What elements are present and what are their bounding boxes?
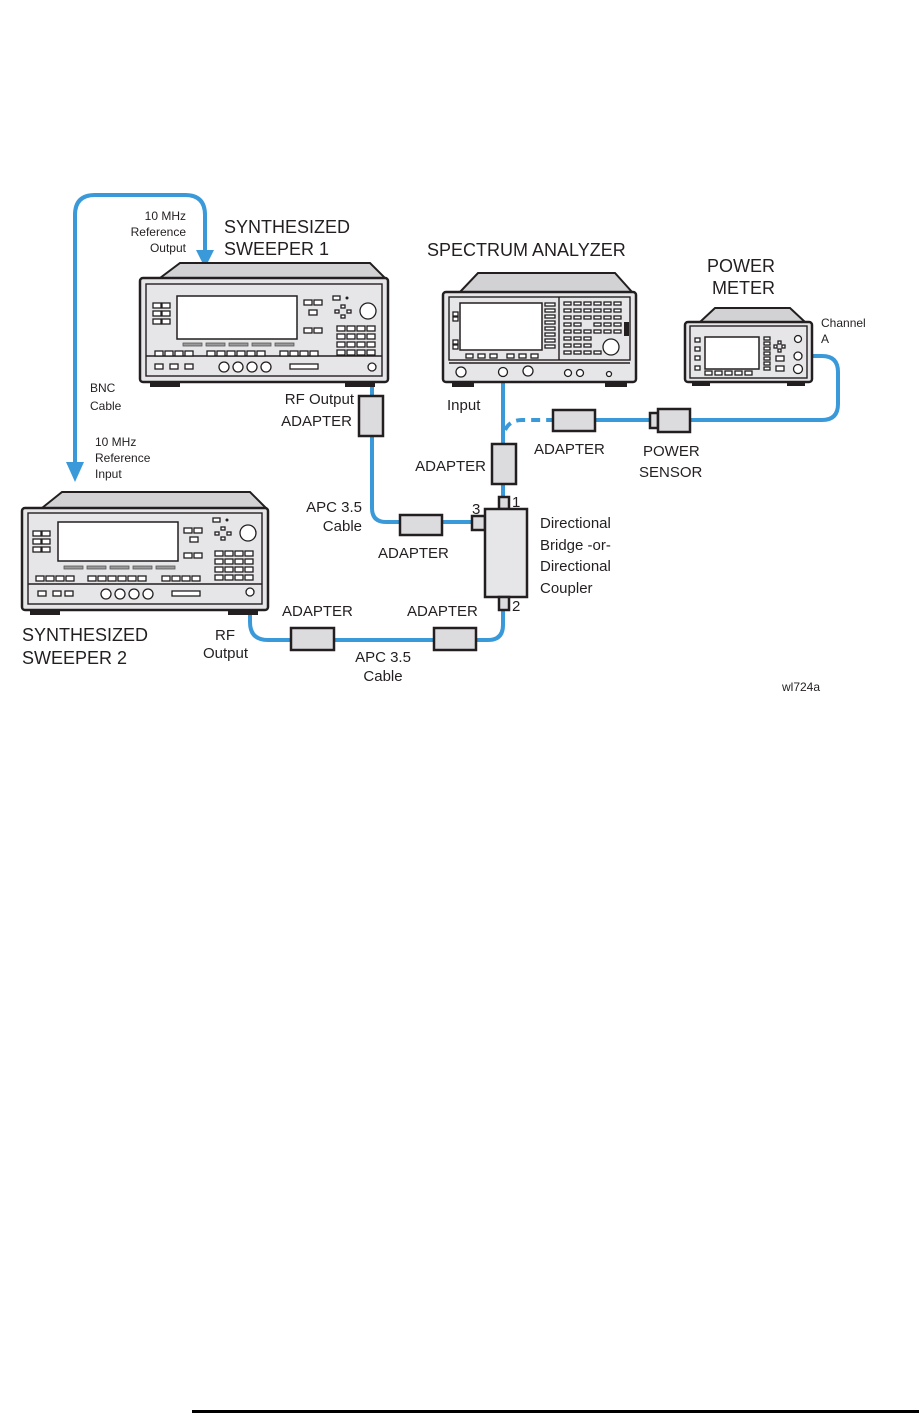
apc-cable-lower [248,590,292,642]
sa-input-label: Input [447,397,481,414]
port3-label: 3 [472,501,480,518]
ref-output-label-2: Reference [131,225,187,239]
power-sensor-label-2: SENSOR [639,464,703,481]
spectrum-analyzer: SPECTRUM ANALYZER [427,240,638,387]
cables [66,193,840,642]
display-screen [176,295,298,340]
apc-cable-lower-label-2: Cable [363,668,402,685]
adapter-label-sweeper1: ADAPTER [281,413,352,430]
adapter-sa-input [490,442,518,486]
display-screen [57,521,179,562]
footer-rule [192,1410,919,1413]
rotary-knob [359,302,377,320]
port2-label: 2 [512,598,520,615]
coupler-port3 [470,514,487,532]
adapter-sweeper2-rf [289,626,336,652]
power-meter-title-line2: METER [712,278,775,298]
bnc-cable-label-2: Cable [90,399,122,413]
power-meter-title-line1: POWER [707,256,775,276]
adapter-coupler-port3 [398,513,444,537]
alt-connection-dashed [503,418,552,431]
apc-cable-upper-label-1: APC 3.5 [306,499,362,516]
figure-id: wl724a [781,680,820,694]
adapter-label-port3: ADAPTER [378,545,449,562]
arrow-down-icon [66,462,84,482]
directional-coupler: 1 3 2 Directional Bridge -or- Directiona… [470,494,611,615]
rf-output-label: RF Output [285,391,355,408]
adapter-coupler-port2 [432,626,478,652]
display-screen [704,336,760,370]
coupler-label-line3: Directional [540,558,611,575]
apc-cable-upper [370,434,402,524]
display-screen [459,302,543,351]
synthesized-sweeper-1: SYNTHESIZED SWEEPER 1 [138,217,390,387]
bnc-cable [73,193,207,472]
sweeper1-title-line2: SWEEPER 1 [224,239,329,259]
adapter-label-sa: ADAPTER [415,458,486,475]
adapter-sweeper1-rf [357,394,385,438]
channel-a-connector [793,351,803,361]
channel-a-label-1: Channel [821,316,866,330]
bnc-cable-label-1: BNC [90,381,116,395]
rf-output-s2-label-1: RF [215,627,235,644]
arrow-down-icon [196,250,214,268]
adapter-label-port2: ADAPTER [407,603,478,620]
sweeper2-title-line2: SWEEPER 2 [22,648,127,668]
apc-cable-lower-label-1: APC 3.5 [355,649,411,666]
port1-label: 1 [512,494,520,511]
apc-cable-upper-label-2: Cable [323,518,362,535]
rf-output-s2-label-2: Output [203,645,249,662]
rf-output-connector [245,587,255,597]
sweeper1-title-line1: SYNTHESIZED [224,217,350,237]
spectrum-analyzer-title: SPECTRUM ANALYZER [427,240,626,260]
adapter-label-sensor: ADAPTER [534,441,605,458]
ref-input-label-3: Input [95,467,122,481]
power-sensor-cable [688,354,840,422]
sweeper2-title-line1: SYNTHESIZED [22,625,148,645]
power-sensor-label-1: POWER [643,443,700,460]
ref-output-label-1: 10 MHz [145,209,186,223]
adapter-label-sweeper2: ADAPTER [282,603,353,620]
ref-input-label-2: Reference [95,451,151,465]
coupler-label-line1: Directional [540,515,611,532]
apc-cable-lower-end [474,610,505,642]
ref-input-label-1: 10 MHz [95,435,136,449]
coupler-label-line4: Coupler [540,580,593,597]
coupler-port2 [497,595,511,612]
adapters [289,394,597,652]
sa-input-connector [497,366,509,378]
power-sensor-body [656,407,692,434]
rotary-knob [602,338,620,356]
synthesized-sweeper-2: SYNTHESIZED SWEEPER 2 [20,491,270,668]
coupler-label-line2: Bridge -or- [540,537,611,554]
annotations: 10 MHz Reference Output BNC Cable 10 MHz… [90,209,866,694]
adapter-power-sensor [551,408,597,433]
rf-output-connector [367,362,377,372]
power-sensor [648,407,692,434]
power-meter: POWER METER [683,256,814,386]
ref-output-label-3: Output [150,241,187,255]
rotary-knob [239,524,257,542]
coupler-port1 [497,495,511,511]
channel-a-label-2: A [821,332,829,346]
